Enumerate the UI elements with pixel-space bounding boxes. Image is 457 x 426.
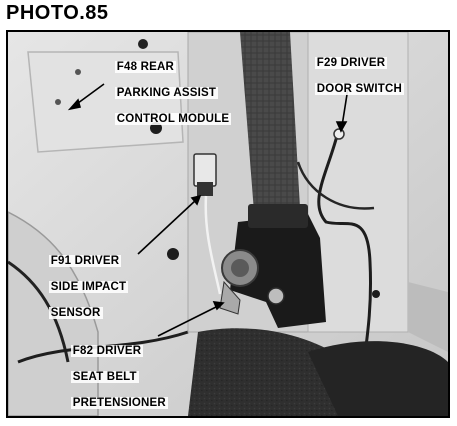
callout-line: PARKING ASSIST: [114, 87, 219, 99]
callout-line: F29 DRIVER: [314, 57, 388, 69]
arrow-head: [212, 301, 225, 311]
callout-line: CONTROL MODULE: [114, 113, 232, 125]
callout-line: F82 DRIVER: [70, 345, 144, 357]
sensor-connector: [197, 182, 213, 196]
grommet: [372, 290, 380, 298]
callout-line: SIDE IMPACT: [48, 281, 129, 293]
seat-belt-retractor: [230, 214, 326, 328]
seat-belt-webbing: [240, 32, 300, 212]
pretensioner-connector: [219, 280, 241, 315]
side-impact-sensor: [193, 153, 217, 187]
anchor-bolt: [267, 287, 285, 305]
arrow-head: [335, 121, 348, 133]
belt-guide: [248, 204, 308, 228]
sill-trim: [408, 282, 448, 352]
floor-carpet: [308, 341, 448, 416]
callout-arrows: [67, 83, 349, 337]
arrow-f82: [157, 305, 219, 337]
callout-f48: F48 REAR PARKING ASSIST CONTROL MODULE: [108, 48, 232, 126]
bolt: [55, 99, 61, 105]
module-bracket: [27, 51, 184, 153]
sensor-wire: [204, 195, 222, 295]
grommet: [150, 122, 162, 134]
callout-line: F91 DRIVER: [48, 255, 122, 267]
arrow-head: [67, 98, 82, 111]
callout-line: F48 REAR: [114, 61, 176, 73]
callout-line: PRETENSIONER: [70, 397, 168, 409]
arrow-f91: [137, 199, 197, 255]
photo-title: PHOTO.85: [6, 2, 109, 24]
wire-harness: [8, 260, 70, 363]
door-switch: [333, 128, 345, 140]
callout-line: SENSOR: [48, 307, 103, 319]
callout-line: SEAT BELT: [70, 371, 139, 383]
callout-f82: F82 DRIVER SEAT BELT PRETENSIONER: [64, 332, 168, 410]
callout-line: DOOR SWITCH: [314, 83, 405, 95]
door-switch-harness: [296, 161, 375, 210]
grommet: [138, 39, 148, 49]
door-switch-harness: [317, 131, 373, 363]
bolt: [75, 69, 81, 75]
door-frame: [307, 32, 409, 333]
callout-f29: F29 DRIVER DOOR SWITCH: [308, 44, 405, 96]
callout-f91: F91 DRIVER SIDE IMPACT SENSOR: [42, 242, 129, 320]
pretensioner-hub: [231, 259, 249, 277]
arrow-head: [190, 194, 202, 206]
grommet: [167, 248, 179, 260]
